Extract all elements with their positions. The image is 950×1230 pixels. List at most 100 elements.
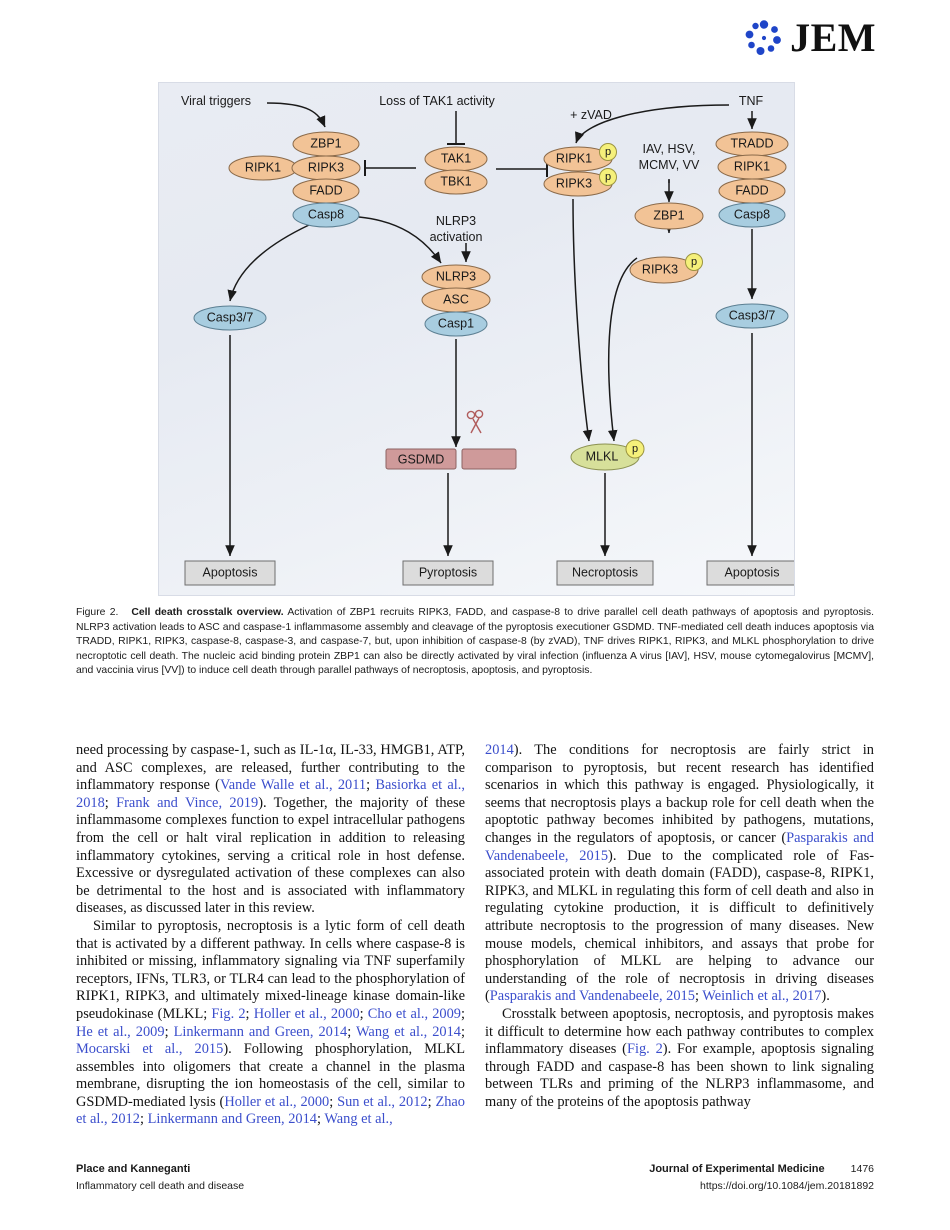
footer-running-title: Inflammatory cell death and disease [76,1180,245,1192]
node-casp37-right: Casp3/7 [715,303,789,329]
gsdmd-label: GSDMD [398,452,445,466]
node-label: Casp8 [734,207,770,221]
node-mlkl: MLKL p [570,439,645,471]
journal-masthead: JEM [744,18,876,58]
body-text: ). Due to the complicated role of Fas-as… [485,847,874,1005]
citation-link[interactable]: Vande Walle et al., 2011 [219,777,367,794]
node-label: RIPK3 [556,176,592,190]
label-viral-triggers: Viral triggers [181,94,251,108]
citation-link[interactable]: Zhao et al., 2012 [76,1093,466,1128]
body-text: ; [245,1005,254,1022]
outcome-label: Necroptosis [572,565,638,579]
node-ripk3-virus: RIPK3 p [629,253,703,284]
phospho-badge-icon [625,439,645,459]
phospho-badge-icon [685,253,703,271]
figure-free-labels: Viral triggers Loss of TAK1 activity + z… [181,94,763,244]
footer-authors: Place and Kanneganti [76,1163,191,1175]
node-label: RIPK3 [308,160,344,174]
body-text: need processing by caspase-1, such as IL… [76,742,465,794]
body-text: ; [460,1023,465,1040]
footer-doi[interactable]: https://doi.org/10.1084/jem.20181892 [700,1180,874,1192]
body-text: ; [694,988,703,1005]
node-label: RIPK1 [556,151,592,165]
node-label: MLKL [586,449,619,463]
edge-casp8-to-nlrp3 [358,216,442,264]
para-inflammasome: need processing by caspase-1, such as IL… [76,742,465,918]
node-label: TBK1 [440,174,471,188]
citation-link[interactable]: Pasparakis and Vandenabeele, 2015 [489,988,695,1005]
node-label: NLRP3 [436,269,476,283]
citation-link[interactable]: He et al., 2009 [76,1023,165,1040]
citation-link[interactable]: Pasparakis and Vandenabeele, 2015 [485,829,874,864]
label-nlrp3-activation-line2: activation [430,230,483,244]
body-text: ; [139,1111,148,1128]
figure-caption-body: Activation of ZBP1 recruits RIPK3, FADD,… [76,607,874,677]
edge-ripk3-to-mlkl [572,198,593,442]
scissors-icon [466,409,484,434]
body-column-left: need processing by caspase-1, such as IL… [76,742,465,1129]
body-text: Crosstalk between apoptosis, necroptosis… [485,1005,874,1058]
pathway-diagram: GSDMD Viral triggers Loss of TAK1 activi… [181,94,794,586]
body-column-right: 2014). The conditions for necroptosis ar… [485,742,874,1111]
citation-link[interactable]: Wang et al., 2014 [356,1023,461,1040]
phospho-label: p [605,146,611,158]
node-casp1: Casp1 [424,311,488,337]
node-tradd: TRADD [715,131,789,157]
body-text: ; [359,1005,368,1022]
citation-link[interactable]: Fig. 2 [211,1005,246,1022]
node-label: ZBP1 [310,136,341,150]
citation-link[interactable]: Holler et al., 2000 [224,1093,330,1110]
outcome-apoptosis-left: Apoptosis [184,560,276,586]
node-ripk1-center: RIPK1 p [543,143,617,172]
body-text: ; [317,1111,325,1128]
body-text: ; [347,1023,356,1040]
citation-link[interactable]: Sun et al., 2012 [337,1093,428,1110]
body-text: ; [164,1023,174,1040]
citation-link[interactable]: Holler et al., 2000 [253,1005,360,1022]
citation-link[interactable]: Linkermann and Green, 2014 [173,1023,348,1040]
body-text: ; [104,794,117,811]
node-label: Casp1 [438,316,474,330]
citation-link[interactable]: Weinlich et al., 2017 [702,988,822,1005]
page-footer: Place and Kanneganti Journal of Experime… [76,1163,874,1192]
outcome-label: Pyroptosis [419,565,477,579]
outcome-apoptosis-right: Apoptosis [706,560,794,586]
node-label: ASC [443,292,469,306]
node-label: TAK1 [441,151,471,165]
edge-tnf-to-ripk1-center [575,104,730,144]
para-crosstalk: Crosstalk between apoptosis, necroptosis… [485,1006,874,1112]
label-tnf: TNF [739,94,764,108]
citation-link[interactable]: 2014 [485,742,514,758]
journal-wordmark: JEM [790,15,876,60]
body-text: Similar to pyroptosis, necroptosis is a … [76,917,465,1022]
figure-title: Cell death crosstalk overview. [131,607,284,618]
phospho-label: p [632,443,638,455]
citation-link[interactable]: Fig. 2 [626,1041,663,1058]
outcome-necroptosis: Necroptosis [556,560,654,586]
citation-link[interactable]: Mocarski et al., 2015 [76,1041,224,1058]
gsdmd-complex: GSDMD [385,409,517,470]
figure-caption: Figure 2. Cell death crosstalk overview.… [76,606,874,679]
citation-link[interactable]: Wang et al., [324,1111,393,1128]
citation-link[interactable]: Frank and Vince, 2019 [116,794,259,811]
figure-2-panel: GSDMD Viral triggers Loss of TAK1 activi… [158,82,795,596]
node-ripk1-right: RIPK1 [717,154,787,180]
body-text: ; [329,1093,338,1110]
citation-link[interactable]: Basiorka et al., 2018 [76,777,465,811]
citation-link[interactable]: Cho et al., 2009 [367,1005,461,1022]
node-tbk1: TBK1 [424,169,488,195]
node-zbp1-center: ZBP1 [634,202,704,230]
node-asc: ASC [421,287,491,313]
body-text: ; [427,1093,436,1110]
para-conditions: 2014). The conditions for necroptosis ar… [485,742,874,1006]
jem-molecule-logo-icon [745,20,781,55]
edge-casp8-to-casp37-left [227,224,310,302]
node-ripk3-left: RIPK3 [291,155,361,181]
node-label: RIPK1 [734,159,770,173]
node-label: FADD [735,183,768,197]
body-text: ). For example, apoptosis signaling thro… [485,1041,874,1110]
label-virus-line2: MCMV, VV [639,158,700,172]
label-zvad: + zVAD [570,108,612,122]
citation-link[interactable]: Linkermann and Green, 2014 [147,1111,317,1128]
body-text: ). Following phosphorylation, MLKL assem… [76,1041,465,1110]
